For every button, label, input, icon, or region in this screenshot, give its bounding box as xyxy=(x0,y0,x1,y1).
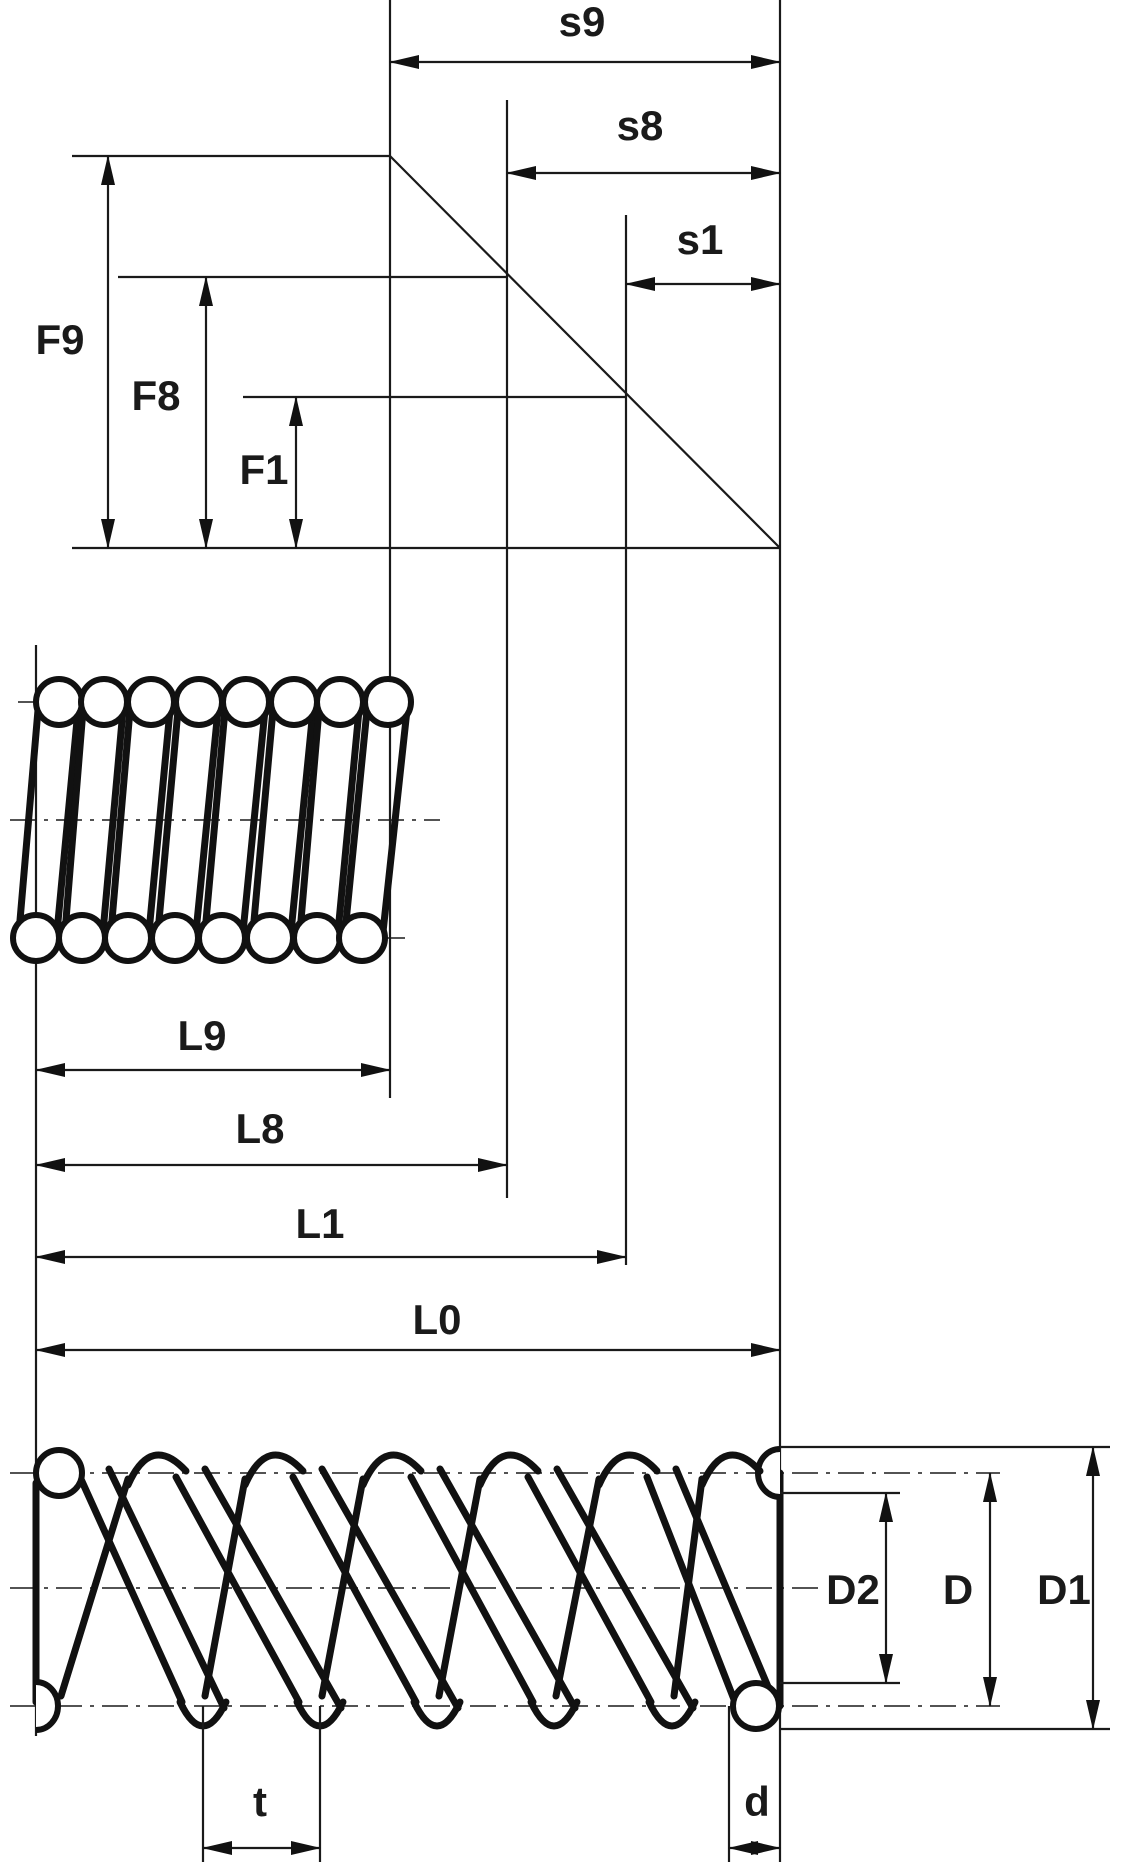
free-coil-wire xyxy=(201,1475,249,1700)
solid-coil-wire xyxy=(192,706,222,936)
free-coil-section xyxy=(33,1447,85,1499)
solid-coil-wire xyxy=(239,706,269,936)
free-coil-wire xyxy=(57,1475,132,1700)
solid-coil-section xyxy=(244,912,296,964)
free-coil-wire xyxy=(201,1465,345,1712)
solid-coil-section xyxy=(78,676,130,728)
solid-coil-wire xyxy=(107,706,134,936)
label-L9: L9 xyxy=(177,1012,226,1059)
free-coil-crest xyxy=(124,1451,190,1489)
label-s9: s9 xyxy=(559,0,606,45)
characteristic-line xyxy=(389,155,781,549)
diameter-dimensions xyxy=(780,1445,1110,1731)
solid-coil-wire xyxy=(61,706,87,936)
free-coil-crest xyxy=(241,1451,307,1489)
free-coil-wire xyxy=(76,1473,186,1706)
free-coil-trough xyxy=(527,1698,581,1730)
free-coil-crest xyxy=(595,1451,661,1489)
deflection-dimensions xyxy=(389,55,781,291)
label-s8: s8 xyxy=(617,102,664,149)
solid-coil-section xyxy=(102,912,154,964)
solid-coil-section xyxy=(10,912,62,964)
free-coil-wire xyxy=(407,1473,537,1706)
solid-coil-section xyxy=(196,912,248,964)
solid-coil-wire xyxy=(296,706,323,936)
solid-coil-section xyxy=(149,912,201,964)
free-coil-wire xyxy=(105,1465,228,1712)
free-coil-trough xyxy=(645,1698,699,1730)
solid-coil-section xyxy=(33,676,85,728)
free-coil-section xyxy=(35,1679,61,1733)
label-d: d xyxy=(744,1778,770,1825)
free-coil-wire xyxy=(552,1475,603,1700)
solid-coil-wire xyxy=(341,706,371,936)
solid-coil-wire xyxy=(379,706,411,936)
label-F1: F1 xyxy=(239,446,288,493)
label-D1: D1 xyxy=(1037,1566,1091,1613)
label-L1: L1 xyxy=(295,1200,344,1247)
force-deflection-graph xyxy=(72,154,781,550)
pitch-and-wire-dimensions xyxy=(201,1706,781,1862)
free-coil-crest xyxy=(698,1451,764,1489)
labels: s9 s8 s1 F9 F8 F1 L9 L8 L1 L0 D2 D D1 t … xyxy=(35,0,1090,1825)
solid-coil-section xyxy=(173,676,225,728)
solid-coil-wire xyxy=(334,706,363,936)
solid-coil-section xyxy=(56,912,108,964)
solid-coil-section xyxy=(268,676,320,728)
solid-coil-wire xyxy=(249,706,277,936)
free-spring xyxy=(10,1446,1000,1733)
free-coil-wire xyxy=(553,1465,697,1712)
free-coil-wire xyxy=(672,1465,781,1712)
free-coil-crest xyxy=(359,1451,425,1489)
label-F8: F8 xyxy=(131,372,180,419)
solid-coil-section xyxy=(336,912,388,964)
free-coil-wire xyxy=(436,1465,579,1712)
solid-coil-wire xyxy=(154,706,182,936)
label-t: t xyxy=(253,1778,267,1825)
solid-coil-wire xyxy=(15,706,42,936)
solid-coil-section xyxy=(125,676,177,728)
solid-coil-section xyxy=(220,676,272,728)
solid-coil-wire xyxy=(99,706,127,936)
free-coil-wire xyxy=(670,1475,706,1700)
free-coil-wire xyxy=(318,1475,367,1700)
free-coil-wire xyxy=(172,1473,303,1706)
solid-coil-wire xyxy=(201,706,229,936)
solid-coil-wire xyxy=(145,706,174,936)
label-L0: L0 xyxy=(412,1296,461,1343)
free-coil-wire xyxy=(289,1473,420,1706)
solid-coil-wire xyxy=(53,706,82,936)
label-D: D xyxy=(943,1566,973,1613)
free-coil-wire xyxy=(435,1475,484,1700)
free-coil-wire xyxy=(318,1465,462,1712)
label-D2: D2 xyxy=(826,1566,880,1613)
free-coil-section xyxy=(730,1680,782,1732)
free-coil-trough xyxy=(410,1698,464,1730)
solid-coil-section xyxy=(314,676,366,728)
solid-coil-wire xyxy=(287,706,317,936)
solid-coil-section xyxy=(362,676,414,728)
force-dimensions xyxy=(101,155,303,549)
label-F9: F9 xyxy=(35,316,84,363)
free-coil-crest xyxy=(476,1451,542,1489)
solid-coil-section xyxy=(291,912,343,964)
label-s1: s1 xyxy=(677,216,724,263)
label-L8: L8 xyxy=(235,1105,284,1152)
length-dimensions xyxy=(35,1063,781,1357)
free-coil-wire xyxy=(524,1473,655,1706)
solid-spring xyxy=(10,676,440,964)
